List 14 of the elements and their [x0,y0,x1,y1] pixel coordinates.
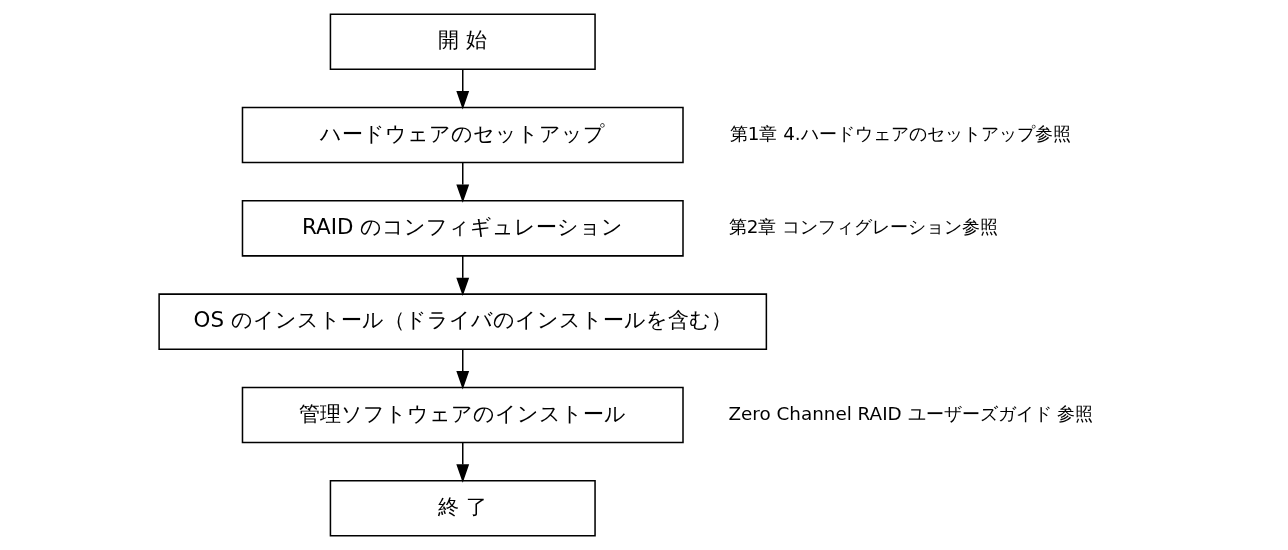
node-box: 終 了 [329,479,596,537]
node-box: OS のインストール（ドライバのインストールを含む） [158,293,768,350]
arrow [456,68,470,110]
node-box: 開 始 [329,13,596,71]
node-label: 第2章 コンフィグレーション参照 [728,216,999,238]
arrow [456,161,470,203]
node-box: RAID のコンフィギュレーション [241,200,684,257]
arrow [456,348,470,390]
node-box: 管理ソフトウェアのインストール [241,386,684,444]
node-label: 第1章 4.ハードウェアのセットアップ参照 [729,122,1071,144]
node-label: Zero Channel RAID ユーザーズガイド 参照 [728,402,1094,424]
arrow [456,441,470,483]
node-box: ハードウェアのセットアップ [241,106,684,164]
arrow [456,255,470,297]
